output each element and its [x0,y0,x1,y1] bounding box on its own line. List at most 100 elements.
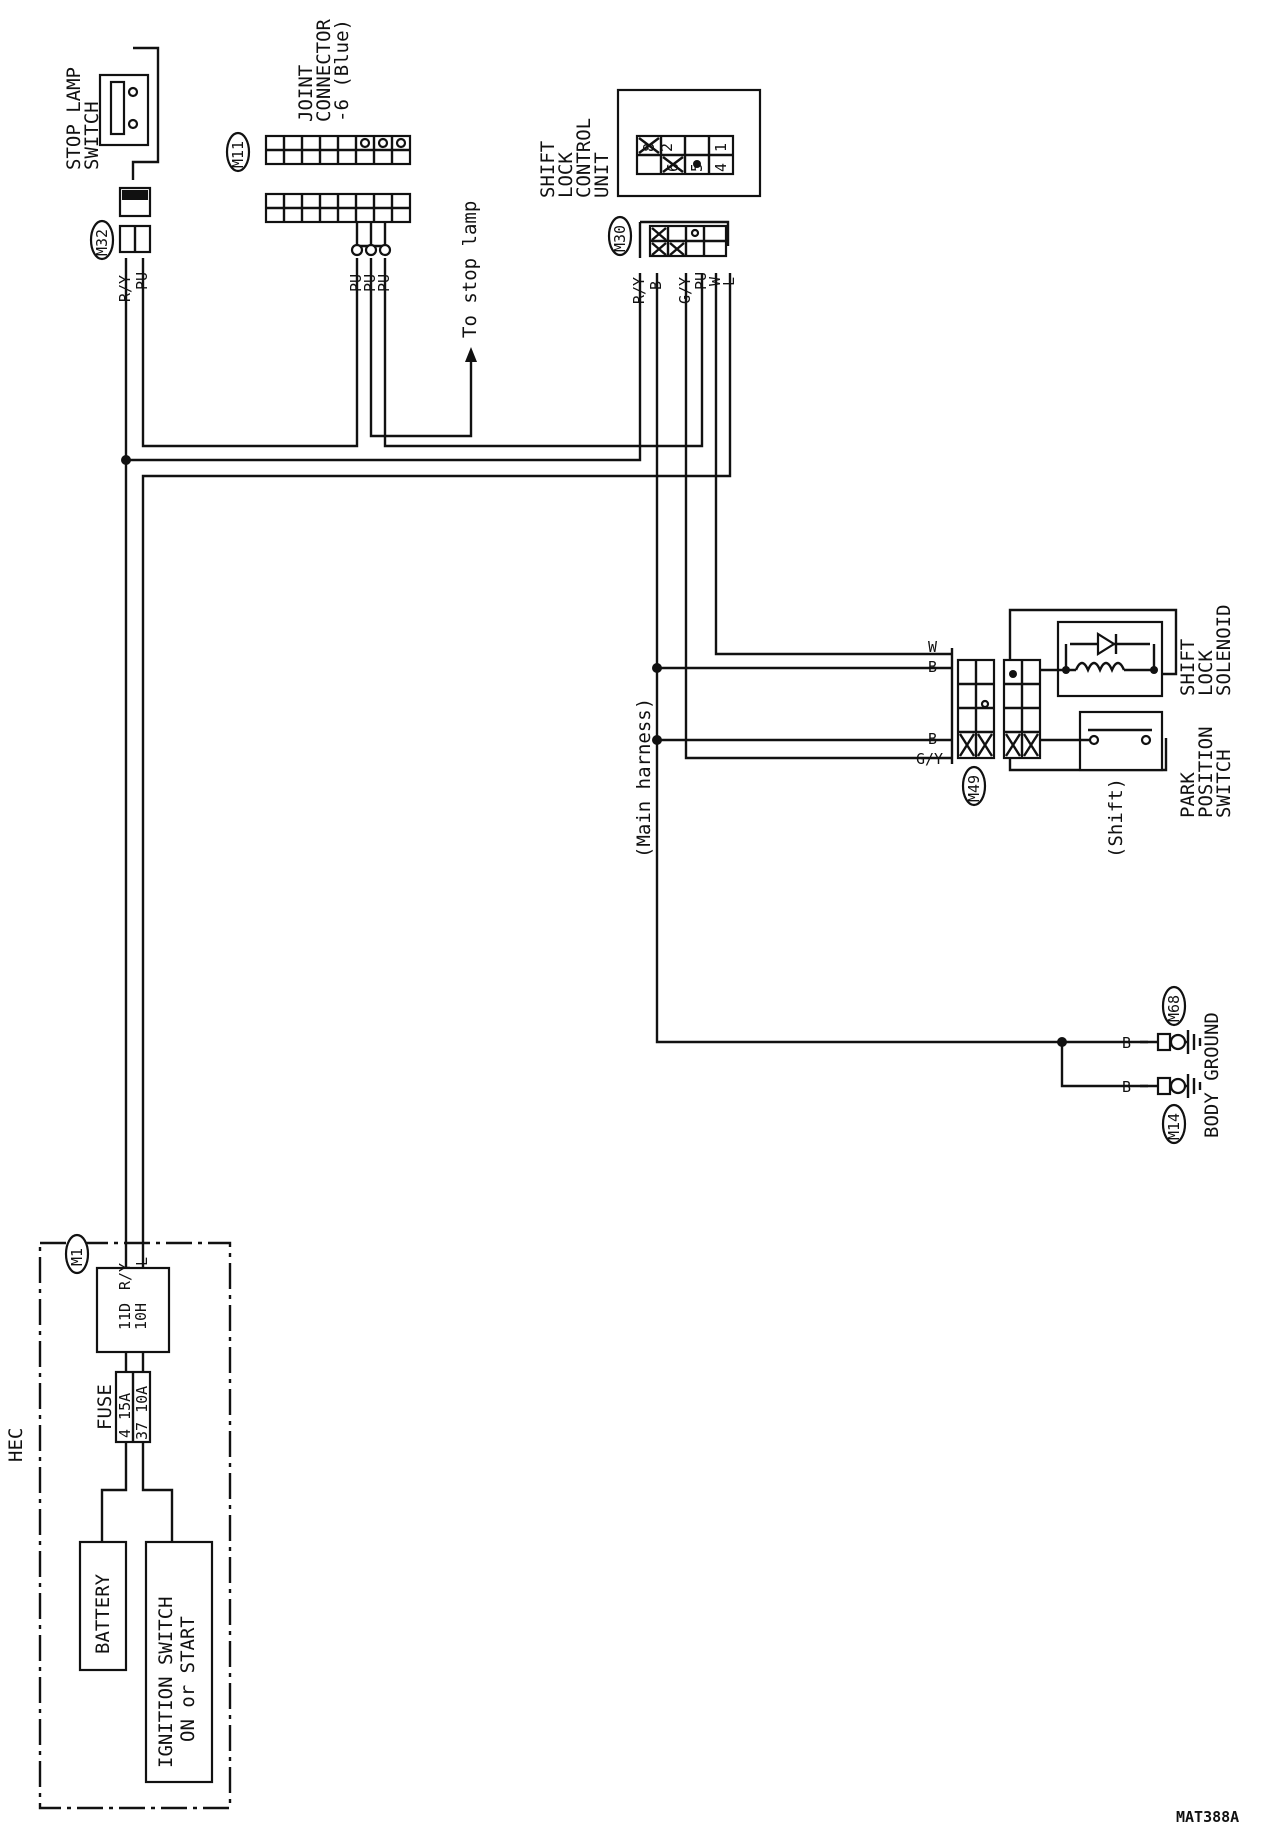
ground-1-lug [1156,1032,1172,1052]
m30-badge-label: M30 [611,225,629,252]
m1-terminal-10h: 10H [132,1303,150,1330]
m49-badge-label: M49 [965,775,983,802]
joint-connector-label-3: -6 (Blue) [331,19,353,122]
m49-right-x-2 [1022,733,1040,757]
m30-badge [607,215,633,257]
body-ground: B B M68 M14 BODY GROUND [1122,985,1223,1145]
unit-pin-6: 6 [664,163,682,172]
ground-2-symbol [1185,1074,1202,1098]
fuse-label: FUSE [94,1384,116,1430]
shift-note: (Shift) [1105,778,1127,858]
main-harness-label: (Main harness) [633,698,655,858]
m14-badge [1161,1103,1187,1145]
joint-connector-label-1: JOINT [295,65,317,122]
junction-dot-ground [1057,1037,1067,1047]
stop-lamp-switch-label-1: STOP LAMP [63,67,85,170]
solenoid-outline [1008,608,1178,676]
m11-pin-b [364,243,378,257]
wire-l-to-shift-unit [141,273,732,1250]
shift-lock-unit-label-2: LOCK [555,152,577,198]
m32-wire-label-pu: PU [133,272,151,290]
ignition-switch-label-2: ON or START [177,1616,199,1742]
m49-wire-w: W [928,638,938,656]
junction-dot-r-y [121,455,131,465]
ground-2-lug [1156,1076,1172,1096]
m1-terminal-11d: 11D [116,1303,134,1330]
m14-badge-label: M14 [1165,1113,1183,1140]
m11-bus-link [355,222,387,248]
fuse-row-1: 4 15A [116,1393,134,1438]
solenoid-coil [1074,661,1126,674]
m30-wire-b: B [647,281,665,290]
m49-left-pin [980,699,990,709]
unit-pin-1: 1 [712,143,730,152]
hec-block: HEC 11D 10H M1 R/Y L 4 15A 37 10A FUSE B… [5,1233,232,1810]
park-position-switch: PARK POSITION SWITCH (Shift) [1040,710,1235,858]
m1-wire-l: L [133,1257,151,1266]
m49-left-x-1 [958,733,976,757]
figure-code: MAT388A [1176,1808,1239,1826]
m49-wire-b-top: B [928,658,937,676]
stop-lamp-switch-pin-1 [127,86,139,98]
m30-wire-l: L [720,277,738,286]
m11-wire-label-2: PU [361,274,379,292]
stop-lamp-switch-label-2: SWITCH [81,101,103,170]
m32-connector-fill [122,190,148,200]
ground-1-symbol [1185,1030,1202,1054]
wire-b-main-harness [655,273,1062,1044]
ignition-switch-label-1: IGNITION SWITCH [155,1596,177,1768]
m1-wire-r-y: R/Y [116,1263,134,1290]
stop-lamp-switch-contact [109,80,126,136]
shift-lock-unit-label-4: UNIT [591,152,613,198]
unit-pin-x-1 [638,137,660,154]
stop-lamp-switch: STOP LAMP SWITCH M32 R/Y PU [63,46,160,302]
m30-x-3 [669,242,685,256]
arrow-to-stop-lamp [465,347,477,362]
stop-lamp-switch-pin-2 [127,118,139,130]
m1-badge-label: M1 [68,1248,86,1266]
m32-badge [89,219,115,261]
park-switch-label-2: POSITION [1195,726,1217,818]
m11-bottom-cells [266,194,410,222]
unit-pin-dot [693,160,701,168]
unit-pin-4: 4 [712,163,730,172]
ground-wire-b-2: B [1122,1078,1131,1096]
body-ground-label: BODY GROUND [1201,1012,1223,1138]
m30-wire-g-y: G/Y [676,277,694,304]
solenoid-node-right [1150,666,1158,674]
m30-x-1 [651,227,667,241]
m49-left-x-2 [976,733,994,757]
battery-label: BATTERY [92,1573,114,1654]
battery-box [78,1540,128,1672]
m1-connector-box [95,1266,171,1354]
m11-wire-label-1: PU [347,274,365,292]
fuse-to-m1 [124,1352,145,1372]
unit-pin-2: 2 [658,143,676,152]
wire-r-y-to-shift-unit [126,273,642,462]
wire-pu-stop-switch [141,258,359,448]
m11-badge-label: M11 [229,141,247,168]
to-stop-lamp-label: To stop lamp [459,201,481,338]
shift-lock-unit-label-1: SHIFT [537,141,559,198]
m30-x-2 [651,242,667,256]
m49-wire-g-y: G/Y [916,750,943,768]
wire-pu-to-shift-unit [383,258,704,448]
m30-frame [638,220,730,258]
solenoid-box [1056,620,1164,698]
m11-pin-a [350,243,364,257]
joint-connector-label-2: CONNECTOR [313,18,335,122]
m30-wire-r-y: R/Y [630,277,648,304]
wire-pu-to-stop-lamp [369,258,473,438]
wires [121,258,1148,1250]
m30-pin-open [690,228,700,238]
wire-b-to-ground2 [1060,1042,1148,1088]
m49-connector-group: W B B G/Y M49 [916,638,1042,807]
joint-connector-m11: JOINT CONNECTOR -6 (Blue) M11 PU PU PU [225,18,412,292]
m49-right-dot [1009,670,1017,678]
hec-label: HEC [5,1428,27,1462]
ground-wire-b-1: B [1122,1034,1131,1052]
junction-dot-b-top [652,663,662,673]
fuse-to-battery [100,1442,128,1542]
m11-top-cells [266,136,410,164]
m68-badge-label: M68 [1165,995,1183,1022]
